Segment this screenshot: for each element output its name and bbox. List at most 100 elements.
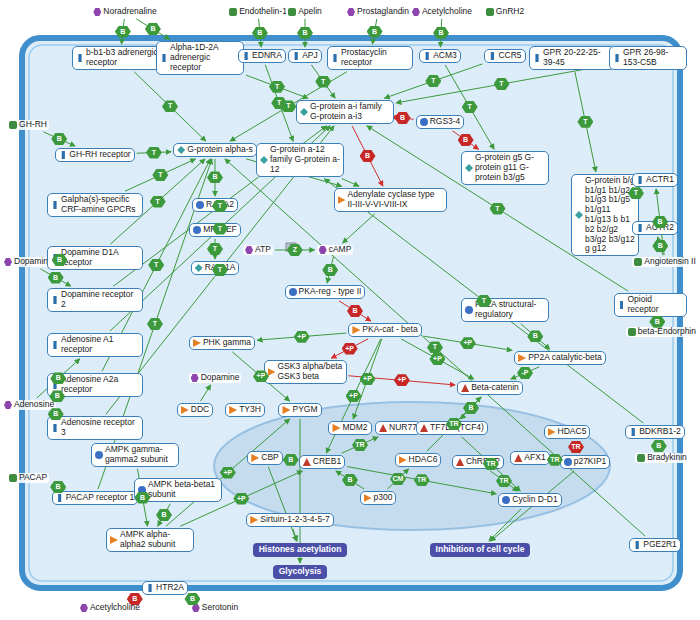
node-icon [51,424,59,432]
node-icon [423,52,431,60]
node-text: G-protein alpha-s [187,145,253,155]
molecule-label: Dopamine [189,373,242,383]
receptor-box: b-b1-b3 adrenergic receptor [72,46,168,70]
process-box: Glycolysis [273,565,328,579]
node-text: Dopamine D1A receptor [61,248,139,268]
node-icon [193,226,201,234]
node-icon [338,196,346,204]
node-text: cAMP [329,245,352,255]
connector [396,65,607,103]
connector [342,437,378,453]
receptor-box: Galpha(s)-specific CRF-amine GPCRs [47,193,143,217]
node-text: HTR2A [156,583,184,593]
enzyme-box: PHK gamma [189,336,255,350]
node-icon [628,328,636,336]
enzyme-box: CBP [247,451,282,465]
node-text: G-protein b/g b1/g1 b1/g2 b1/g3 b1/g5 b1… [585,176,635,254]
node-icon [331,54,339,62]
node-icon [634,258,642,266]
receptor-box: CCR5 [484,49,525,63]
node-text: MDM2 [342,423,367,433]
node-text: b-b1-b3 adrenergic receptor [86,48,164,68]
g-protein-box: G-protein a-12 family G-protein a-12 [256,143,344,176]
connector [125,159,196,191]
node-text: Adenosine [14,400,54,410]
connector [136,19,169,39]
node-text: Noradrenaline [103,7,156,17]
node-icon [412,8,420,16]
receptor-box: GPR 26-98-153-C5B [609,46,687,70]
connector [40,269,70,286]
node-text: G-protein a-12 family G-protein a-12 [270,145,340,174]
node-text: ACTR1 [646,175,674,185]
g-protein-box: G-protein alpha-s [173,143,257,157]
node-icon [379,424,387,432]
node-icon [193,339,201,347]
connector [201,385,211,401]
node-icon [51,341,59,349]
g-protein-box: G-protein g5 G-protein g11 G-protein b3/… [461,151,549,184]
regulator-box: RGS3-4 [416,115,465,129]
node-icon [282,406,290,414]
factor-box: AFX1 [510,451,549,465]
node-icon [319,246,327,254]
regulator-box: p27KIP1 [560,455,611,469]
node-text: GH-RH receptor [69,150,130,160]
node-icon [303,458,311,466]
node-text: Galpha(s)-specific CRF-amine GPCRs [61,195,139,215]
node-icon [502,496,510,504]
node-text: Opioid receptor [628,295,683,315]
receptor-box: APJ [288,49,322,63]
process-box: Inhibition of cell cycle [430,543,531,557]
node-text: ATP [255,245,271,255]
node-icon [456,458,464,466]
node-icon [465,306,473,314]
node-icon [59,151,67,159]
node-text: CCR5 [498,51,521,61]
node-text: GSK3 alpha/beta GSK3 beta [278,362,343,382]
node-text: Inhibition of cell cycle [436,545,525,555]
connector [342,179,359,187]
connector [489,509,521,541]
node-text: Prostaglandin [357,7,409,17]
enzyme-box: GSK3 alpha/beta GSK3 beta [264,360,347,384]
connector [343,214,375,243]
ligand-label: GH-RH [7,120,49,130]
molecule-label: Adenosine [2,400,56,410]
receptor-box: EDNRA [238,49,286,63]
connector [326,339,381,453]
regulator-box: Cyclin D-D1 [498,493,561,507]
node-text: PKA-cat - beta [362,325,417,335]
edge-label: B [145,23,161,35]
enzyme-box: TY3H [225,403,265,417]
node-icon [564,458,572,466]
node-icon [250,516,258,524]
node-icon [289,288,297,296]
node-icon [636,176,644,184]
g-protein-box: G-protein b/g b1/g1 b1/g2 b1/g3 b1/g5 b1… [571,174,639,256]
molecule-label: Serotonin [190,603,240,613]
node-text: Adenosine receptor 3 [61,418,139,438]
node-text: G-protein g5 G-protein g11 G-protein b3/… [475,153,545,182]
node-icon [242,52,250,60]
node-text: APJ [302,51,318,61]
node-text: PKA-reg - type II [299,287,362,297]
node-icon [420,424,428,432]
node-icon [461,384,469,392]
ligand-label: beta-Endorphin [626,327,698,337]
membrane-inner [29,45,673,581]
connector [445,65,494,149]
ligand-label: Endothelin-1 [227,7,289,17]
nucleus [214,402,610,530]
node-icon [93,8,101,16]
node-icon [613,54,621,62]
node-icon [518,354,526,362]
connector [225,159,645,536]
molecule-label: Prostaglandin [345,7,411,17]
enzyme-box: Sirtuin-1-2-3-4-5-7 [246,513,333,527]
node-text: Alpha-1D-2A adrenergic receptor [170,43,240,72]
node-icon [514,454,522,462]
ligand-label: Angiotensin II [632,257,698,267]
node-text: TY3H [239,405,261,415]
node-icon [399,456,407,464]
